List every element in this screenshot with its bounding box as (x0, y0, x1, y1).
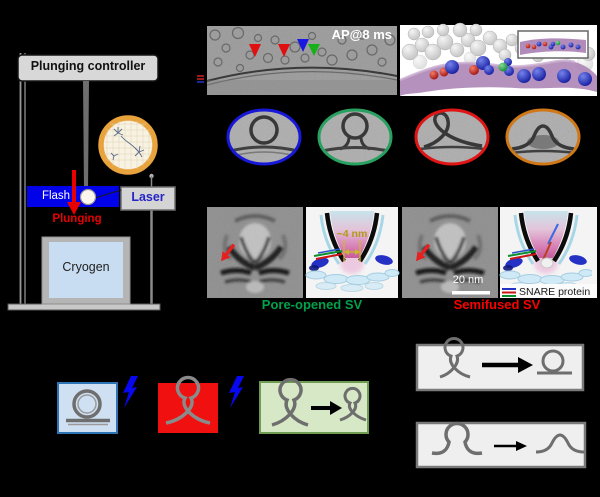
edge-marks (197, 75, 204, 83)
cryogen-container (41, 236, 131, 305)
scale-bar (452, 291, 490, 295)
laser-beam (94, 189, 122, 199)
vesicle-closeup-row (226, 108, 581, 166)
semifused-caption: Semifused SV (453, 297, 541, 312)
hemifused-state-box (158, 375, 218, 433)
plunger-rod (83, 81, 89, 190)
plunge-arrow-icon (67, 170, 81, 215)
membrane-line (206, 66, 398, 82)
sample-grid-dot (79, 188, 97, 206)
pore-opened-caption: Pore-opened SV (261, 297, 363, 312)
cryogen-label: Cryogen (62, 260, 110, 274)
docked-state-box (57, 382, 118, 434)
lightning-icon (229, 376, 244, 408)
plunger-apparatus (7, 53, 176, 311)
closeup-docked (226, 108, 302, 166)
flash-label: Flash (41, 190, 71, 202)
outcome-redock-box (415, 337, 585, 392)
pore-width-label: ~4 nm (336, 228, 368, 240)
blue-arrowhead-icon (297, 39, 309, 52)
scale-bar-label: 20 nm (452, 274, 484, 286)
closeup-fused (505, 108, 581, 166)
closeup-semifused (414, 108, 490, 166)
red-arrowhead-icon (278, 44, 290, 57)
recovery-box (259, 377, 369, 434)
snare-legend-label: SNARE protein (519, 286, 591, 298)
snare-legend-lines (500, 284, 597, 298)
base-rail (7, 303, 161, 311)
cartoon-inset (517, 30, 589, 59)
plunging-controller-label: Plunging controller (30, 59, 146, 73)
lightning-icon (123, 376, 138, 408)
vesicle-outlines (209, 26, 396, 73)
schematic-row (57, 375, 369, 434)
outcome-fusion-box (415, 421, 587, 469)
outcome-row (415, 337, 587, 469)
timepoint-label: AP@8 ms (331, 27, 392, 42)
laser-label: Laser (131, 190, 165, 204)
laser-box (120, 186, 176, 211)
green-arrowhead-icon (308, 44, 320, 56)
plunging-label: Plunging (52, 213, 102, 225)
average-row (207, 207, 597, 298)
segmentation-cartoon (399, 22, 597, 96)
classified-vesicles (429, 56, 592, 86)
class-average-pore (207, 207, 303, 298)
micrograph-panel (197, 22, 597, 96)
pore-width-measure (343, 240, 361, 262)
red-arrowhead-icon (249, 44, 261, 57)
closeup-pore-opened (317, 108, 393, 166)
em-grid-icon (98, 115, 158, 175)
snare-pointers (540, 223, 559, 269)
